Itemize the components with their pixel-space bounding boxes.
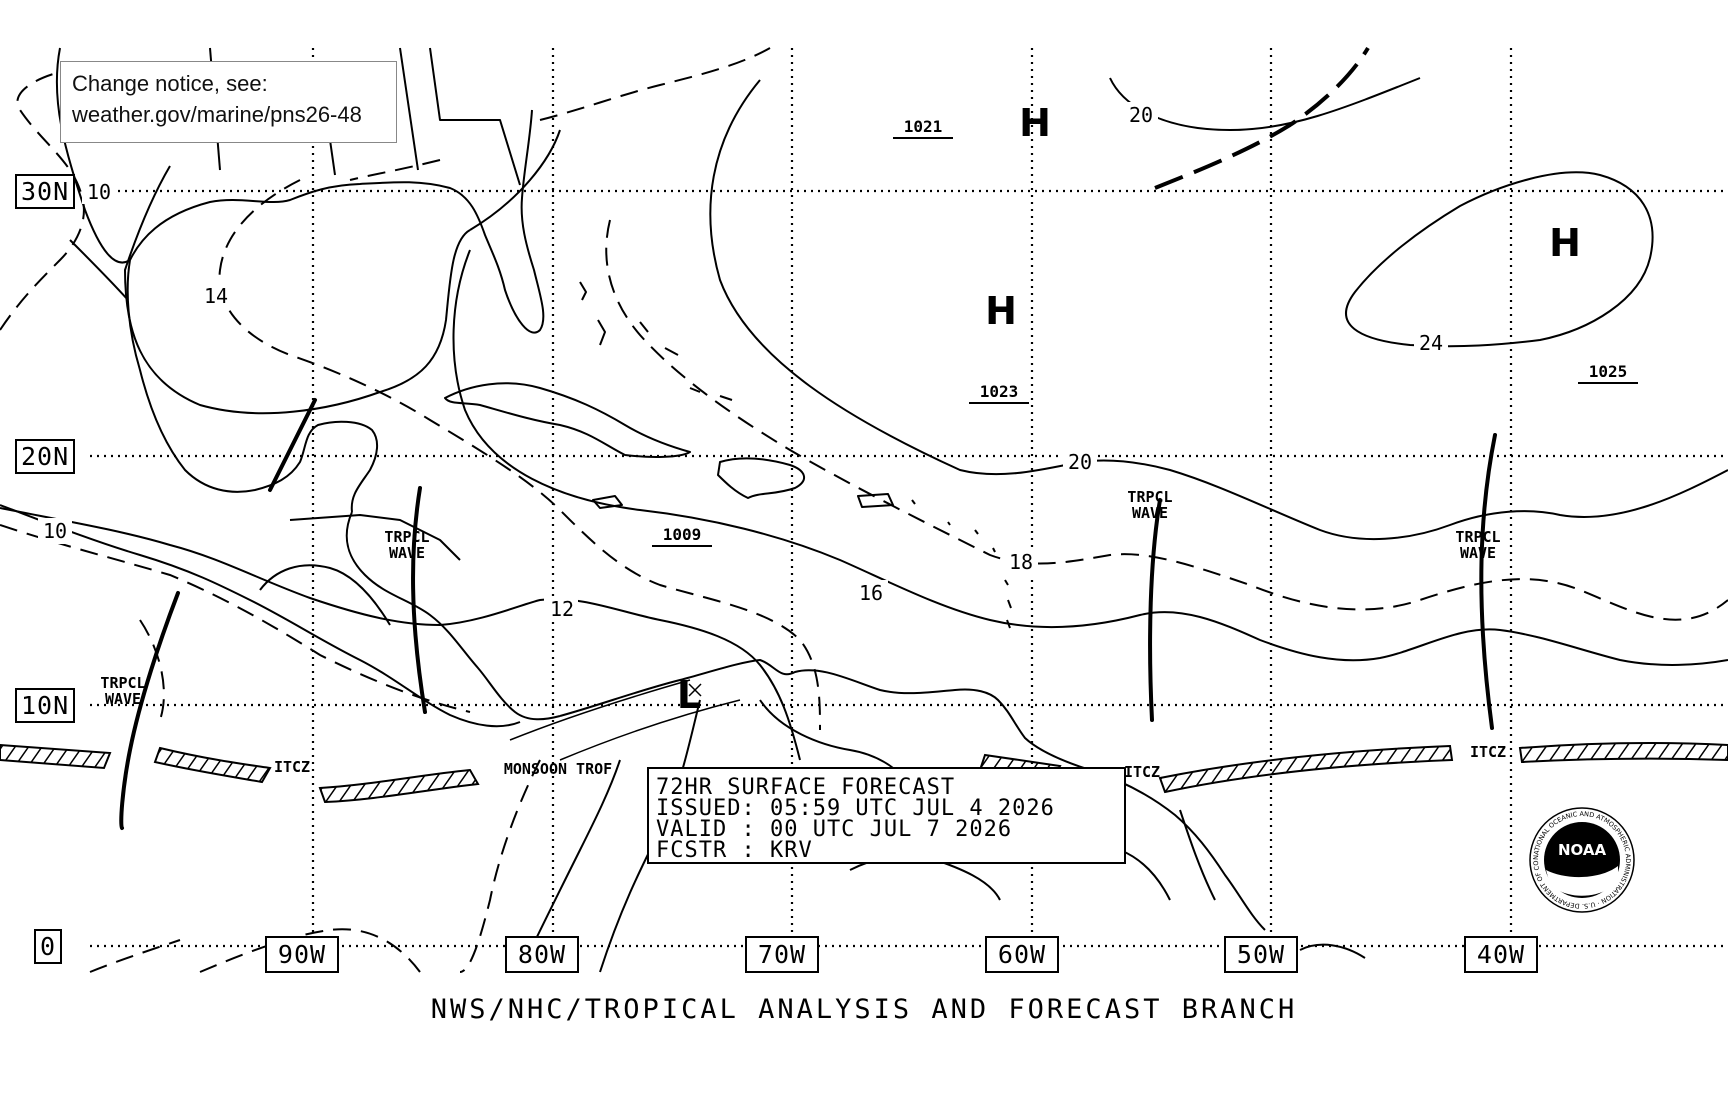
front-line [1154, 46, 1370, 190]
noaa-logo-text: NOAA [1558, 841, 1607, 859]
change-notice: Change notice, see: weather.gov/marine/p… [60, 61, 397, 143]
lon-label-70w: 70W [745, 936, 819, 973]
isobar-label: 20 [1129, 103, 1153, 127]
itcz-label: ITCZ [274, 758, 310, 776]
lon-label-60w: 60W [985, 936, 1059, 973]
isobars-solid [0, 77, 1728, 761]
forecast-valid: VALID : 00 UTC JUL 7 2026 [656, 817, 1013, 842]
lat-label-0: 0 [34, 929, 63, 964]
itcz-label: ITCZ [1470, 743, 1506, 761]
pressure-centers: H H H L [677, 101, 1581, 717]
isobar-label: 14 [204, 284, 228, 308]
tropical-wave-label: TRPCL [100, 674, 145, 692]
pressure-value: 1009 [663, 525, 702, 544]
lat-label-20n: 20N [15, 439, 76, 474]
isobar-label: 24 [1419, 331, 1443, 355]
isobar-label: 18 [1009, 550, 1033, 574]
tropical-wave-label: TRPCL [384, 528, 429, 546]
lon-label-90w: 90W [265, 936, 339, 973]
tropical-wave-label: WAVE [389, 544, 425, 562]
tropical-wave-label: WAVE [1460, 544, 1496, 562]
forecast-forecaster: FCSTR : KRV [656, 838, 813, 863]
forecast-info-box: 72HR SURFACE FORECAST ISSUED: 05:59 UTC … [647, 767, 1126, 864]
tropical-wave-label: WAVE [1132, 504, 1168, 522]
isobar-label: 16 [859, 581, 883, 605]
forecast-issued: ISSUED: 05:59 UTC JUL 4 2026 [656, 796, 1055, 821]
high-center: H [1019, 101, 1051, 145]
high-center: H [985, 289, 1017, 333]
isobar-label: 10 [87, 180, 111, 204]
tropical-wave-label: TRPCL [1455, 528, 1500, 546]
isobar-label: 10 [43, 519, 67, 543]
isobar-label: 12 [550, 597, 574, 621]
lon-label-40w: 40W [1464, 936, 1538, 973]
change-notice-line1: Change notice, see: [72, 71, 268, 96]
lon-label-80w: 80W [505, 936, 579, 973]
footer-credit: NWS/NHC/TROPICAL ANALYSIS AND FORECAST B… [430, 994, 1298, 1025]
tropical-wave-label: WAVE [105, 690, 141, 708]
change-notice-link[interactable]: weather.gov/marine/pns26-48 [72, 102, 362, 127]
isobar-label: 20 [1068, 450, 1092, 474]
monsoon-trough-label: MONSOON TROF [504, 760, 612, 778]
low-center-marker [688, 683, 702, 697]
itcz-bands [0, 742, 1728, 804]
lon-label-50w: 50W [1224, 936, 1298, 973]
tropical-wave-label: TRPCL [1127, 488, 1172, 506]
pressure-value: 1023 [980, 382, 1019, 401]
pressure-value: 1021 [904, 117, 943, 136]
tropical-waves [119, 398, 1497, 830]
lat-label-10n: 10N [15, 688, 76, 723]
isobar-values: 10 14 10 12 16 18 20 20 24 [38, 102, 1448, 622]
forecast-title: 72HR SURFACE FORECAST [656, 775, 956, 800]
feature-labels: TRPCL WAVE TRPCL WAVE TRPCL WAVE TRPCL W… [100, 488, 1506, 781]
lat-label-30n: 30N [15, 174, 76, 209]
pressure-value: 1025 [1589, 362, 1628, 381]
coastlines [0, 47, 1366, 973]
isobars-dashed [0, 47, 1728, 973]
itcz-label: ITCZ [1124, 763, 1160, 781]
high-center: H [1549, 221, 1581, 265]
central-pressures: 1021 1023 1009 1025 [652, 117, 1638, 547]
monsoon-trough [509, 679, 741, 761]
